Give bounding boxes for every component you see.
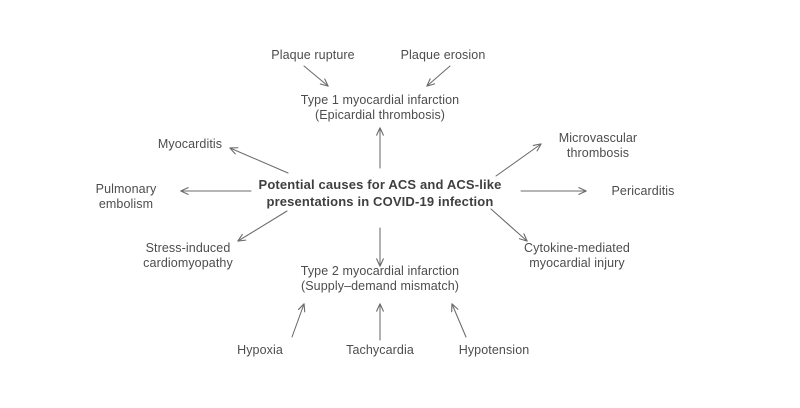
arrow-plaque-rupture-to-type1: [303, 65, 328, 86]
node-myocarditis: Myocarditis: [140, 137, 240, 152]
node-type2-myocardial-infarction: Type 2 myocardial infarction (Supply–dem…: [268, 264, 492, 294]
node-plaque-erosion: Plaque erosion: [388, 48, 498, 63]
arrow-center-to-microvascular: [495, 144, 541, 177]
node-microvascular-line1: Microvascular: [558, 131, 638, 145]
node-hypoxia-line1: Hypoxia: [237, 343, 283, 357]
node-cytokine-line1: Cytokine-mediated: [524, 241, 630, 255]
arrow-hypotension-to-type2: [452, 304, 467, 338]
node-tachycardia: Tachycardia: [330, 343, 430, 358]
arrow-center-to-cytokine: [490, 208, 527, 241]
arrow-hypoxia-to-type2: [291, 304, 304, 338]
node-central-potential-causes: Potential causes for ACS and ACS-like pr…: [240, 176, 520, 210]
node-pericarditis: Pericarditis: [598, 184, 688, 199]
center-node-line1: Potential causes for ACS and ACS-like: [258, 177, 502, 192]
arrow-center-to-stress: [238, 210, 288, 241]
node-microvascular-thrombosis: Microvascular thrombosis: [540, 131, 656, 161]
node-type2-line1: Type 2 myocardial infarction: [300, 264, 460, 278]
node-pericarditis-line1: Pericarditis: [611, 184, 675, 198]
center-node-line2: presentations in COVID-19 infection: [266, 194, 494, 209]
node-myocarditis-line1: Myocarditis: [157, 137, 223, 151]
node-plaque-erosion-line1: Plaque erosion: [400, 48, 486, 62]
node-type1-line2: (Epicardial thrombosis): [314, 108, 446, 122]
node-hypoxia: Hypoxia: [210, 343, 310, 358]
node-tachycardia-line1: Tachycardia: [346, 343, 414, 357]
node-microvascular-line2: thrombosis: [566, 146, 630, 160]
node-plaque-rupture: Plaque rupture: [258, 48, 368, 63]
node-type1-line1: Type 1 myocardial infarction: [300, 93, 460, 107]
node-cytokine-line2: myocardial injury: [529, 256, 625, 270]
node-type1-myocardial-infarction: Type 1 myocardial infarction (Epicardial…: [270, 93, 490, 123]
node-pulmonary-line1: Pulmonary: [95, 182, 157, 196]
node-hypotension: Hypotension: [444, 343, 544, 358]
node-pulmonary-embolism: Pulmonary embolism: [78, 182, 174, 212]
node-type2-line2: (Supply–demand mismatch): [300, 279, 460, 293]
node-plaque-rupture-line1: Plaque rupture: [271, 48, 355, 62]
node-stress-line2: cardiomyopathy: [143, 256, 233, 270]
node-stress-induced-cardiomyopathy: Stress-induced cardiomyopathy: [128, 241, 248, 271]
node-stress-line1: Stress-induced: [145, 241, 231, 255]
arrow-plaque-erosion-to-type1: [427, 65, 451, 86]
node-cytokine-mediated-myocardial-injury: Cytokine-mediated myocardial injury: [512, 241, 642, 271]
node-hypotension-line1: Hypotension: [458, 343, 530, 357]
node-pulmonary-line2: embolism: [98, 197, 154, 211]
